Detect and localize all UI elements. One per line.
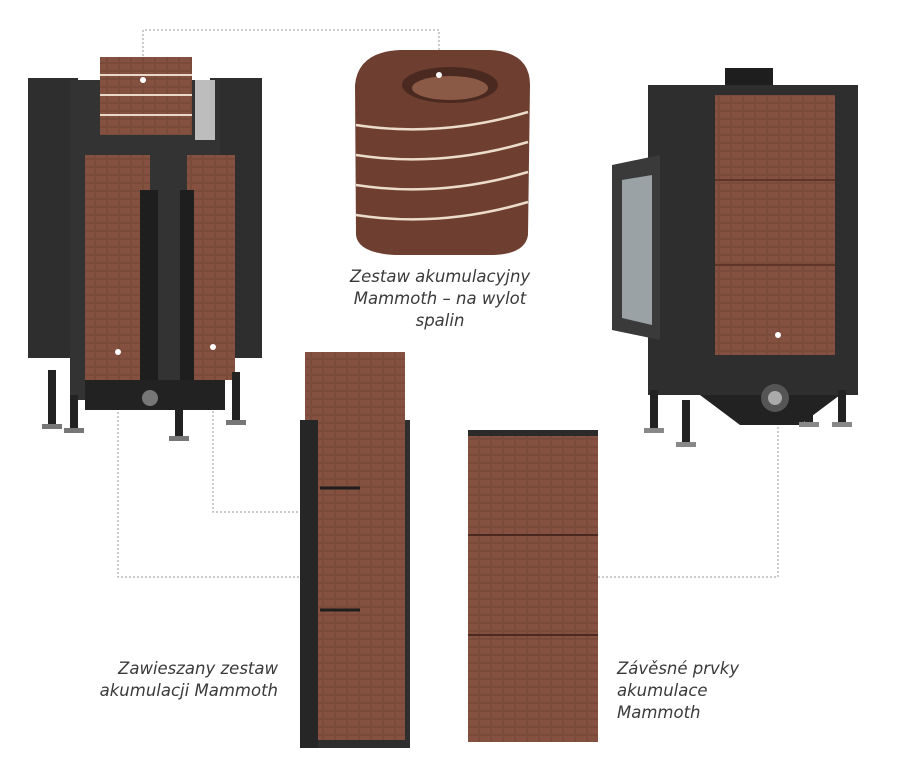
caption-line: Mammoth – na wylot [353, 289, 527, 308]
caption-hanging-set: Zawieszany zestaw akumulacji Mammoth [40, 658, 278, 702]
hanging-set-image [300, 352, 410, 748]
hanging-elements-image [468, 430, 598, 742]
caption-line: akumulace [617, 681, 708, 700]
caption-line: Zestaw akumulacyjny [349, 267, 531, 286]
caption-line: spalin [415, 311, 465, 330]
fireplace-right-image [612, 68, 858, 447]
caption-line: akumulacji Mammoth [99, 681, 278, 700]
caption-line: Mammoth [617, 703, 701, 722]
caption-line: Zawieszany zestaw [118, 659, 278, 678]
caption-hanging-elements: Závěsné prvky akumulace Mammoth [617, 658, 837, 724]
caption-line: Závěsné prvky [617, 659, 740, 678]
caption-top-set: Zestaw akumulacyjny Mammoth – na wylot s… [320, 266, 560, 332]
accumulation-cube-image [355, 50, 530, 255]
fireplace-left-image [28, 57, 262, 441]
